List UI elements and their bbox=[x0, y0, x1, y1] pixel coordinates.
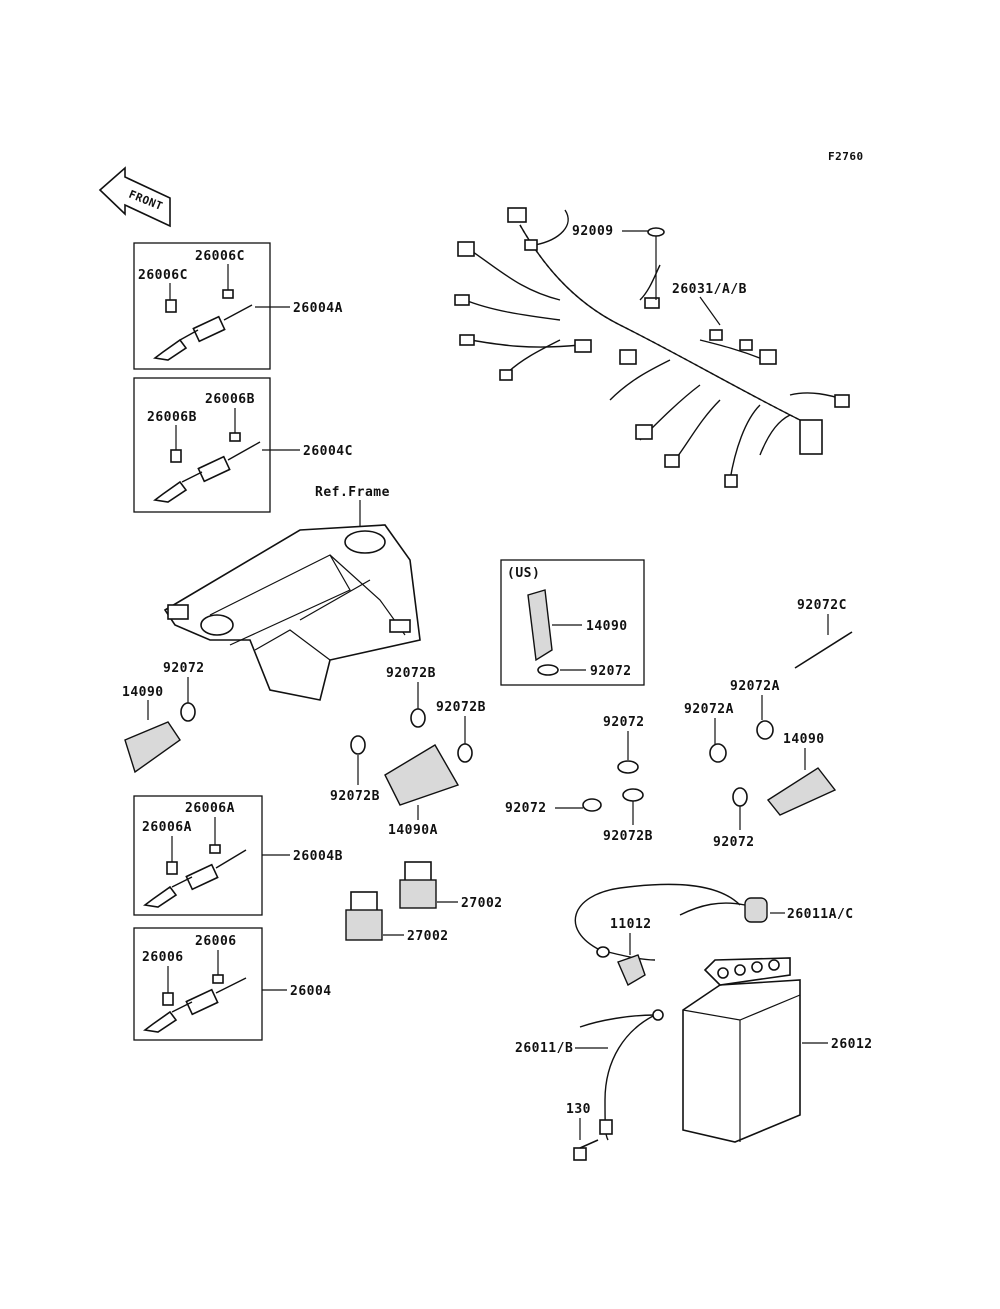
label-92072-left: 92072 bbox=[163, 661, 205, 676]
label-14090-us: 14090 bbox=[586, 619, 628, 634]
front-arrow-icon: FRONT bbox=[98, 166, 171, 228]
label-26006A-a: 26006A bbox=[185, 801, 235, 816]
label-92072-right: 92072 bbox=[713, 835, 755, 850]
label-26004B: 26004B bbox=[293, 849, 343, 864]
bolt-icon bbox=[573, 1139, 599, 1161]
label-27002-b: 27002 bbox=[407, 929, 449, 944]
switch-icon bbox=[345, 861, 437, 941]
label-92072B-c: 92072B bbox=[330, 789, 380, 804]
label-92072A-b: 92072A bbox=[684, 702, 734, 717]
cap-icon bbox=[617, 954, 646, 987]
box-26004: 26006 26006 bbox=[133, 927, 287, 1041]
label-26011AC: 26011A/C bbox=[787, 907, 854, 922]
label-92072A-a: 92072A bbox=[730, 679, 780, 694]
cover-icon bbox=[384, 744, 460, 806]
label-92072B-b: 92072B bbox=[436, 700, 486, 715]
label-14090A: 14090A bbox=[388, 823, 438, 838]
label-92072-us: 92072 bbox=[590, 664, 632, 679]
label-92072B-mid: 92072B bbox=[603, 829, 653, 844]
label-27002-a: 27002 bbox=[461, 896, 503, 911]
label-26006C-a: 26006C bbox=[195, 249, 245, 264]
main-harness bbox=[454, 207, 850, 488]
label-130: 130 bbox=[566, 1102, 591, 1117]
cover-icon bbox=[124, 721, 181, 774]
label-14090-right: 14090 bbox=[783, 732, 825, 747]
terminal-cap-icon bbox=[744, 897, 768, 923]
us-label: (US) bbox=[507, 566, 540, 581]
screw-icon bbox=[647, 227, 665, 300]
label-26004: 26004 bbox=[290, 984, 332, 999]
frame-icon bbox=[163, 524, 421, 701]
label-92072-mid-left: 92072 bbox=[505, 801, 547, 816]
label-26006B-b: 26006B bbox=[147, 410, 197, 425]
label-92072C: 92072C bbox=[797, 598, 847, 613]
label-92072B-a: 92072B bbox=[386, 666, 436, 681]
label-26011B: 26011/B bbox=[515, 1041, 573, 1056]
box-us: (US) 14090 92072 bbox=[500, 559, 645, 686]
ref-frame-label: Ref.Frame bbox=[315, 485, 390, 500]
battery-cable-positive bbox=[574, 883, 785, 961]
cover-icon bbox=[766, 767, 837, 816]
label-26006A-b: 26006A bbox=[142, 820, 192, 835]
box-26004A: 26006C 26006C bbox=[133, 242, 290, 370]
label-26006-a: 26006 bbox=[195, 934, 237, 949]
label-14090-left: 14090 bbox=[122, 685, 164, 700]
figure-code: F2760 bbox=[828, 150, 864, 163]
label-26031: 26031/A/B bbox=[672, 282, 747, 297]
connector-icon bbox=[507, 207, 527, 223]
box-26004B: 26006A 26006A bbox=[133, 795, 290, 916]
label-26004A: 26004A bbox=[293, 301, 343, 316]
battery-icon bbox=[682, 957, 801, 1143]
label-26006B-a: 26006B bbox=[205, 392, 255, 407]
label-26006-b: 26006 bbox=[142, 950, 184, 965]
label-26006C-b: 26006C bbox=[138, 268, 188, 283]
battery-cable-negative bbox=[579, 1009, 664, 1141]
label-92009: 92009 bbox=[572, 224, 614, 239]
label-26004C: 26004C bbox=[303, 444, 353, 459]
box-26004C: 26006B 26006B bbox=[133, 377, 300, 513]
label-11012: 11012 bbox=[610, 917, 652, 932]
label-26012: 26012 bbox=[831, 1037, 873, 1052]
label-92072-mid-top: 92072 bbox=[603, 715, 645, 730]
